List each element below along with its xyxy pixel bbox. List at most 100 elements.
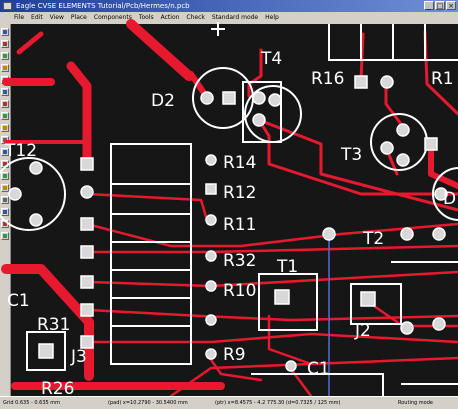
move-icon-glyph: [3, 42, 7, 46]
pad: [396, 153, 410, 167]
menu-edit[interactable]: Edit: [31, 14, 43, 21]
trace: [205, 352, 263, 382]
pad-icon-glyph: [3, 114, 7, 118]
pad: [8, 187, 22, 201]
pcb-canvas[interactable]: D2 T4 R16 R1 T12 T3 R14 R12 D R11 T2 R32…: [0, 19, 458, 399]
pad: [432, 227, 446, 241]
status-bar: Grid 0.635 - 0.635 mm (pad) x=10.2790 - …: [0, 396, 458, 409]
pcb-drawing[interactable]: D2 T4 R16 R1 T12 T3 R14 R12 D R11 T2 R32…: [0, 19, 458, 399]
pads: [8, 75, 448, 372]
pad: [205, 214, 217, 226]
app-icon: [3, 2, 12, 10]
pad: [396, 123, 410, 137]
trace: [428, 141, 458, 189]
move-icon[interactable]: [1, 40, 9, 48]
delete-icon[interactable]: [1, 184, 9, 192]
pad: [380, 75, 394, 89]
label-j3: J3: [70, 347, 87, 367]
trace: [85, 222, 458, 248]
rect-icon[interactable]: [1, 148, 9, 156]
label-r16: R16: [311, 69, 344, 89]
text-icon[interactable]: [1, 124, 9, 132]
pad: [80, 245, 94, 259]
pad: [205, 183, 217, 195]
pad: [80, 185, 94, 199]
pad: [285, 360, 297, 372]
ratsnest-icon[interactable]: [1, 208, 9, 216]
minimize-button[interactable]: _: [424, 1, 434, 10]
trace: [169, 356, 458, 398]
trace: [87, 308, 458, 322]
trace: [257, 118, 458, 212]
pad: [200, 91, 214, 105]
menu-bar: File Edit View Place Components Tools Ac…: [0, 12, 458, 24]
trace: [1, 264, 94, 381]
status-pad-coords: (pad) x=10.2790 - 30.5400 mm: [108, 400, 188, 406]
menu-standard-mode[interactable]: Standard mode: [211, 14, 259, 21]
hole-icon-glyph: [3, 174, 7, 178]
hole-icon[interactable]: [1, 172, 9, 180]
pad: [424, 137, 438, 151]
ic-outline: [110, 143, 192, 365]
window-controls: _ □ ×: [424, 1, 456, 10]
menu-help[interactable]: Help: [265, 14, 279, 21]
close-button[interactable]: ×: [446, 1, 456, 10]
pad: [360, 291, 376, 307]
pad: [29, 161, 43, 175]
title-bar[interactable]: Eagle CVSE ELEMENTS Tutorial/Pcb/Hermes/…: [0, 0, 458, 12]
status-mode: Routing mode: [398, 400, 433, 406]
pad: [205, 314, 217, 326]
menu-components[interactable]: Components: [93, 14, 132, 21]
pad: [268, 93, 282, 107]
layer-icon-glyph: [3, 234, 7, 238]
trace: [87, 244, 458, 254]
pad: [380, 141, 394, 155]
maximize-button[interactable]: □: [435, 1, 445, 10]
trace: [16, 31, 44, 55]
label-r26: R26: [41, 379, 74, 399]
j2-outline: [350, 283, 402, 325]
d-outline: [432, 167, 458, 221]
pad: [222, 91, 236, 105]
rotate-icon[interactable]: [1, 52, 9, 60]
status-grid: Grid 0.635 - 0.635 mm: [3, 400, 61, 406]
pad: [205, 250, 217, 262]
menu-place[interactable]: Place: [70, 14, 87, 21]
via-icon[interactable]: [1, 100, 9, 108]
drc-icon[interactable]: [1, 196, 9, 204]
menu-check[interactable]: Check: [186, 14, 205, 21]
pad-icon[interactable]: [1, 112, 9, 120]
pad: [252, 113, 266, 127]
circle-icon-glyph: [3, 138, 7, 142]
menu-file[interactable]: File: [14, 14, 25, 21]
tool-palette: [0, 24, 11, 396]
pad: [80, 275, 94, 289]
trace: [85, 192, 209, 222]
menu-action[interactable]: Action: [160, 14, 180, 21]
label-t2: T2: [362, 229, 384, 249]
menu-tools[interactable]: Tools: [138, 14, 154, 21]
label-j2: J2: [354, 321, 371, 341]
route-icon[interactable]: [1, 88, 9, 96]
t12-outline: [0, 157, 66, 231]
menu-view[interactable]: View: [49, 14, 64, 21]
select-icon[interactable]: [1, 28, 9, 36]
zoom-icon[interactable]: [1, 64, 9, 72]
route-icon-glyph: [3, 90, 7, 94]
delete-icon-glyph: [3, 186, 7, 190]
label-t3: T3: [340, 145, 362, 165]
ratsnest-icon-glyph: [3, 210, 7, 214]
label-c1-left: C1: [7, 291, 30, 311]
trace: [267, 314, 313, 366]
pad: [434, 187, 448, 201]
via-icon-glyph: [3, 102, 7, 106]
connector-outline: [328, 24, 458, 61]
trace: [87, 332, 458, 344]
label-r1: R1: [431, 69, 454, 89]
rotate-icon-glyph: [3, 54, 7, 58]
label-r14: R14: [223, 153, 256, 173]
pad: [205, 154, 217, 166]
trace: [66, 61, 92, 167]
layer-icon[interactable]: [1, 232, 9, 240]
